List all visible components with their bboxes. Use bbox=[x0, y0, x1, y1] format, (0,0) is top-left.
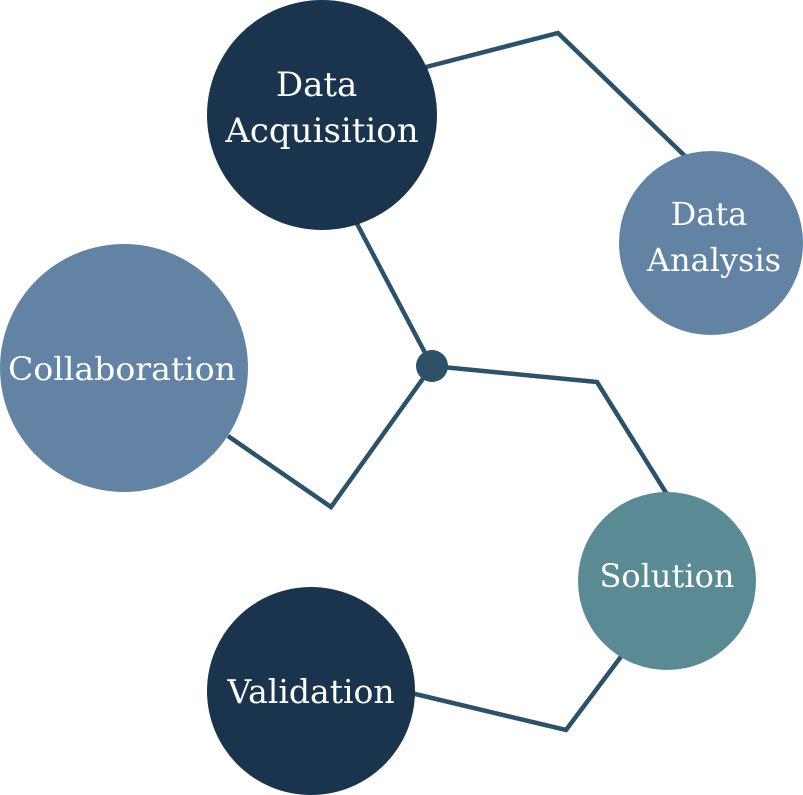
node-collaboration-label: Collaboration bbox=[8, 350, 236, 388]
node-validation-label: Validation bbox=[226, 672, 394, 711]
node-data-analysis-line-2: Analysis bbox=[646, 241, 781, 279]
connector-acquisition-to-hub bbox=[353, 218, 434, 368]
node-data-analysis: Data Analysis bbox=[619, 151, 803, 335]
node-validation-circle bbox=[207, 587, 415, 795]
node-validation-line-1: Validation bbox=[226, 672, 394, 711]
node-solution: Solution bbox=[578, 492, 756, 670]
connector-hub-to-solution bbox=[431, 363, 670, 498]
node-validation: Validation bbox=[207, 587, 415, 795]
connector-acquisition-to-analysis bbox=[425, 30, 690, 161]
node-solution-circle bbox=[578, 492, 756, 670]
node-data-analysis-circle bbox=[619, 151, 803, 335]
node-data-acquisition: Data Acquisition bbox=[207, 0, 437, 230]
connector-hub-to-collaboration bbox=[226, 364, 434, 511]
node-data-analysis-line-1: Data bbox=[671, 195, 748, 233]
node-solution-label: Solution bbox=[600, 557, 735, 595]
node-data-acquisition-line-2: Acquisition bbox=[224, 111, 418, 151]
node-solution-line-1: Solution bbox=[600, 557, 735, 595]
hub-node bbox=[416, 350, 448, 382]
node-data-acquisition-line-1: Data bbox=[276, 65, 357, 105]
node-collaboration-line-1: Collaboration bbox=[8, 350, 236, 388]
node-data-acquisition-circle bbox=[207, 0, 437, 230]
connector-solution-to-validation bbox=[410, 652, 625, 733]
node-collaboration-circle bbox=[0, 244, 248, 492]
node-data-acquisition-label: Data Acquisition bbox=[224, 65, 418, 151]
node-collaboration: Collaboration bbox=[0, 244, 248, 492]
node-data-analysis-label: Data Analysis bbox=[646, 195, 781, 279]
